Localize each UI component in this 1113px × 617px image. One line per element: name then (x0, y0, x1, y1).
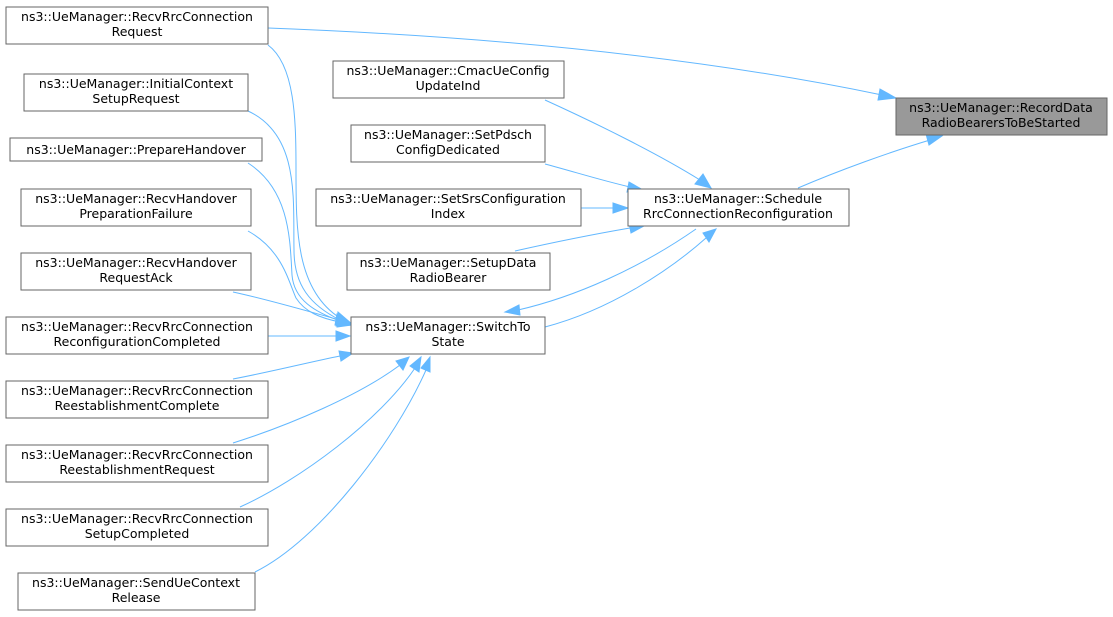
node-label-line1: ns3::UeManager::SetPdsch (364, 127, 532, 142)
edge-setsrs-to-schedule (581, 202, 630, 214)
node-label-line2: UpdateInd (416, 78, 481, 93)
node-label-line2: RequestAck (99, 270, 173, 285)
edge-setupdata-to-schedule (514, 222, 646, 252)
node-label-line2: PreparationFailure (79, 206, 193, 221)
node-recv-rrc-connection-setup-completed[interactable]: ns3::UeManager::RecvRrcConnection SetupC… (5, 508, 269, 547)
node-label-line1: ns3::UeManager::RecvHandover (35, 191, 237, 206)
node-label-line1: ns3::UeManager::RecvRrcConnection (21, 9, 253, 24)
node-label-line2: ReconfigurationCompleted (54, 334, 221, 349)
node-label-line1: ns3::UeManager::RecvHandover (35, 255, 237, 270)
nodes: ns3::UeManager::RecordData RadioBearersT… (5, 6, 1108, 611)
node-label-line2: Index (431, 206, 465, 221)
node-label-line1: ns3::UeManager::CmacUeConfig (346, 63, 549, 78)
node-recv-rrc-connection-request[interactable]: ns3::UeManager::RecvRrcConnection Reques… (5, 6, 269, 45)
node-label-line1: ns3::UeManager::RecvRrcConnection (21, 383, 253, 398)
node-label-line2: RrcConnectionReconfiguration (643, 206, 833, 221)
node-set-pdsch-config-dedicated[interactable]: ns3::UeManager::SetPdsch ConfigDedicated (350, 124, 546, 163)
node-label-line1: ns3::UeManager::InitialContext (39, 76, 233, 91)
node-label-line2: SetupRequest (92, 91, 179, 106)
edges (232, 27, 944, 573)
node-label-line2: Request (112, 24, 163, 39)
node-label-line1: ns3::UeManager::SwitchTo (365, 319, 530, 334)
node-label-line1: ns3::UeManager::RecordData (909, 100, 1093, 115)
node-label-line1: ns3::UeManager::RecvRrcConnection (21, 319, 253, 334)
node-setup-data-radio-bearer[interactable]: ns3::UeManager::SetupData RadioBearer (346, 252, 551, 291)
node-label-line1: ns3::UeManager::RecvRrcConnection (21, 511, 253, 526)
edge-recvrrcsetupcompl-to-switchto (239, 355, 422, 508)
node-label-line1: ns3::UeManager::SetupData (360, 255, 537, 270)
node-set-srs-configuration-index[interactable]: ns3::UeManager::SetSrsConfiguration Inde… (315, 188, 582, 227)
edge-cmac-to-schedule (544, 99, 713, 189)
edge-recvhoreqack-to-switchto (232, 291, 355, 326)
node-switch-to-state[interactable]: ns3::UeManager::SwitchTo State (350, 316, 546, 355)
edge-setpdsch-to-schedule (544, 163, 645, 193)
node-label-line2: RadioBearer (410, 270, 488, 285)
node-label-line2: SetupCompleted (85, 526, 190, 541)
node-initial-context-setup-request[interactable]: ns3::UeManager::InitialContext SetupRequ… (23, 73, 249, 112)
node-label-line1: ns3::UeManager::PrepareHandover (26, 142, 246, 157)
node-recv-rrc-connection-reestablishment-request[interactable]: ns3::UeManager::RecvRrcConnection Reesta… (5, 444, 269, 483)
node-label-line2: State (431, 334, 464, 349)
node-label-line1: ns3::UeManager::Schedule (654, 191, 822, 206)
node-recv-handover-preparation-failure[interactable]: ns3::UeManager::RecvHandover Preparation… (20, 188, 252, 227)
node-label-line2: ConfigDedicated (396, 142, 500, 157)
node-label-line2: RadioBearersToBeStarted (922, 115, 1081, 130)
node-label-line2: Release (112, 590, 161, 605)
edge-preparehandover-to-switchto (247, 162, 354, 327)
node-send-ue-context-release[interactable]: ns3::UeManager::SendUeContext Release (17, 572, 256, 611)
edge-schedule-to-switchto (503, 228, 697, 316)
node-record-data-radio-bearers[interactable]: ns3::UeManager::RecordData RadioBearersT… (895, 97, 1108, 136)
edge-recvrrcreconfcompl-to-switchto (268, 330, 352, 342)
node-label-line2: ReestablishmentRequest (59, 462, 214, 477)
node-recv-rrc-connection-reconfiguration-completed[interactable]: ns3::UeManager::RecvRrcConnection Reconf… (5, 316, 269, 355)
edge-recvrrcreestreq-to-switchto (232, 356, 410, 444)
node-cmac-ue-config-update-ind[interactable]: ns3::UeManager::CmacUeConfig UpdateInd (332, 60, 565, 99)
edge-senduectxrel-to-switchto (254, 355, 431, 573)
node-label-line1: ns3::UeManager::SetSrsConfiguration (330, 191, 566, 206)
node-recv-handover-request-ack[interactable]: ns3::UeManager::RecvHandover RequestAck (20, 252, 252, 291)
node-recv-rrc-connection-reestablishment-complete[interactable]: ns3::UeManager::RecvRrcConnection Reesta… (5, 380, 269, 419)
node-prepare-handover[interactable]: ns3::UeManager::PrepareHandover (9, 137, 263, 162)
node-label-line2: ReestablishmentComplete (55, 398, 220, 413)
edge-recvrrcreq-to-record (267, 27, 898, 101)
node-schedule-rrc-connection-reconfiguration[interactable]: ns3::UeManager::Schedule RrcConnectionRe… (627, 188, 850, 227)
edge-switchto-to-schedule (544, 228, 718, 328)
edge-recvrrcreestcompl-to-switchto (232, 350, 355, 380)
edge-schedule-to-record (797, 133, 944, 189)
node-label-line1: ns3::UeManager::RecvRrcConnection (21, 447, 253, 462)
node-label-line1: ns3::UeManager::SendUeContext (32, 575, 240, 590)
